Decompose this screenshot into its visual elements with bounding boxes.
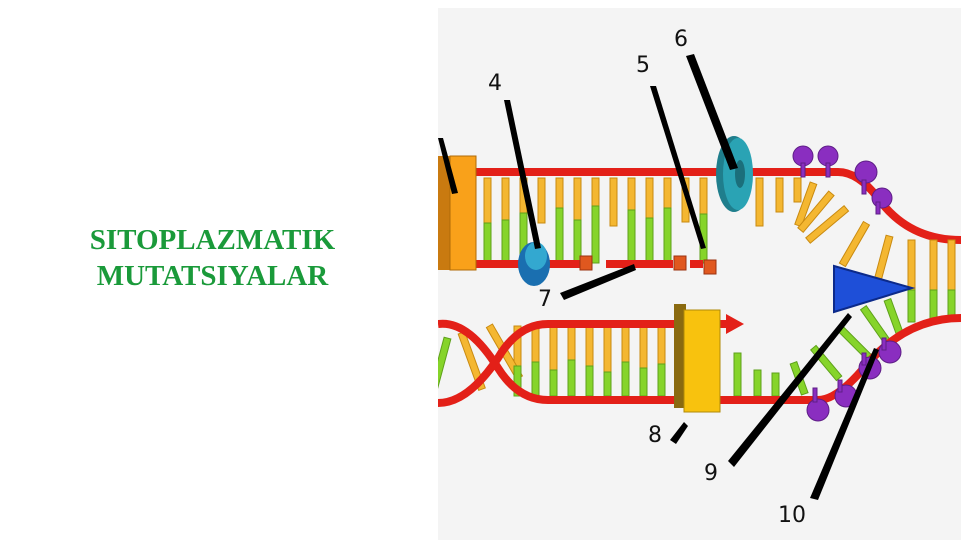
leading-new-strand xyxy=(438,320,728,407)
label-5: 5 xyxy=(636,53,650,78)
dna-replication-diagram: 4 5 6 7 8 9 10 xyxy=(438,8,961,540)
leading-strand-arrowhead xyxy=(726,314,744,334)
primase-triangle-9 xyxy=(833,264,916,314)
label-8: 8 xyxy=(648,423,662,448)
label-10: 10 xyxy=(778,503,806,528)
leader-lines xyxy=(438,54,879,500)
title-line-2: MUTATSIYALAR xyxy=(96,260,329,292)
clamp-8 xyxy=(674,304,721,413)
slide-title: SITOPLAZMATIK MUTATSIYALAR xyxy=(40,222,385,294)
polymerase-left xyxy=(438,155,477,271)
ssb-top xyxy=(792,145,893,215)
label-7: 7 xyxy=(538,287,552,312)
diagram-svg: 4 5 6 7 8 9 10 xyxy=(438,27,961,528)
fork-top-bases xyxy=(794,181,956,291)
label-9: 9 xyxy=(704,461,718,486)
ligase-blocks xyxy=(579,255,717,275)
label-4: 4 xyxy=(488,71,502,96)
top-base-pairs xyxy=(483,177,802,264)
title-line-1: SITOPLAZMATIK xyxy=(89,224,336,256)
label-6: 6 xyxy=(674,27,688,52)
primase-4 xyxy=(518,242,550,286)
